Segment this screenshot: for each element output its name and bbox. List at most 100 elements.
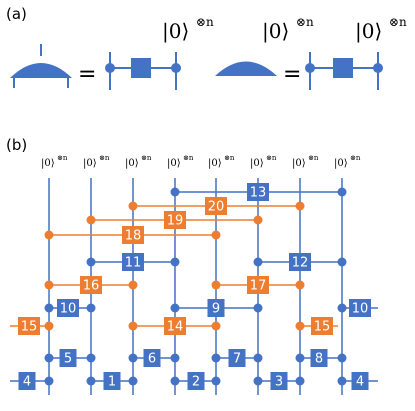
- gate-11-node: [86, 257, 96, 267]
- gate-14: 14: [164, 317, 186, 335]
- gate-1-box: [103, 372, 121, 390]
- gate-16-node: [44, 280, 54, 290]
- svg-text:⊗n: ⊗n: [196, 15, 214, 29]
- gate-13-label: 13: [250, 186, 267, 201]
- gate-18-node: [44, 230, 54, 240]
- gate-13-node: [170, 187, 180, 197]
- gate-5-node: [86, 353, 96, 363]
- panel-a-triangle-tensor-right: [215, 61, 277, 76]
- gate-1-node: [128, 376, 138, 386]
- gate-19-label: 19: [167, 214, 184, 229]
- gate-10-node: [337, 303, 347, 313]
- gate-12-node: [337, 257, 347, 267]
- gate-12-box: [289, 253, 311, 271]
- gate-17: 17: [247, 276, 269, 294]
- svg-text:|0⟩: |0⟩: [355, 19, 382, 44]
- ket-label: |0⟩: [167, 158, 181, 169]
- ket-power-label: ⊗n: [308, 154, 319, 162]
- gate-1-label: 1: [108, 375, 116, 390]
- gate-7-label: 7: [233, 352, 241, 367]
- gate-10-node: [44, 303, 54, 313]
- panel-b-label: (b): [6, 136, 27, 154]
- ket-label: |0⟩: [208, 158, 222, 169]
- gate-17-node: [211, 280, 221, 290]
- gate-17-box: [247, 276, 269, 294]
- ket-label: |0⟩: [250, 158, 264, 169]
- gate-14-label: 14: [167, 320, 184, 335]
- gate-3-node: [295, 376, 305, 386]
- gate-10-box: [57, 299, 79, 317]
- gate-16-node: [128, 280, 138, 290]
- ket-label: |0⟩: [41, 158, 55, 169]
- gate-4: 4: [18, 372, 36, 390]
- ket-label: |0⟩: [83, 158, 97, 169]
- gate-18-node: [211, 230, 221, 240]
- gate-3: 3: [270, 372, 288, 390]
- gate-19-node: [86, 215, 96, 225]
- gate-15: 15: [18, 317, 40, 335]
- gate-17-label: 17: [250, 279, 267, 294]
- gate-8-label: 8: [315, 352, 323, 367]
- gate-8-node: [337, 353, 347, 363]
- gate-7-node: [253, 353, 263, 363]
- gate-8-box: [310, 349, 328, 367]
- gate-15-box: [18, 317, 40, 335]
- ket-power-label: ⊗n: [266, 154, 277, 162]
- ket-power-label: ⊗n: [224, 154, 235, 162]
- gate-10-label: 10: [60, 302, 77, 317]
- gate-19-node: [253, 215, 263, 225]
- gate-7: 7: [228, 349, 246, 367]
- ket-power-label: ⊗n: [183, 154, 194, 162]
- gate-3-label: 3: [275, 375, 283, 390]
- gate-19: 19: [164, 211, 186, 229]
- gate-5-label: 5: [64, 352, 72, 367]
- panel-a-decomposition-right: [305, 52, 383, 90]
- gate-5-box: [59, 349, 77, 367]
- gate-8-node: [295, 353, 305, 363]
- gate-2-node: [170, 376, 180, 386]
- gate-15-node: [295, 321, 305, 331]
- gate-13-node: [337, 187, 347, 197]
- gate-1: 1: [103, 372, 121, 390]
- ket-power-label: ⊗n: [99, 154, 110, 162]
- gate-9: 9: [207, 299, 225, 317]
- gate-14-box: [164, 317, 186, 335]
- gate-4-label: 4: [356, 375, 364, 390]
- gate-18-label: 18: [125, 229, 142, 244]
- gate-6-box: [143, 349, 161, 367]
- gate-7-node: [211, 353, 221, 363]
- panel-a-ket-1: |0⟩ ⊗n: [162, 15, 214, 44]
- svg-text:|0⟩: |0⟩: [162, 19, 189, 44]
- gate-20-label: 20: [208, 200, 225, 215]
- gate-13-box: [247, 183, 269, 201]
- gate-15: 15: [311, 317, 333, 335]
- gate-18-box: [122, 226, 144, 244]
- gate-20-node: [295, 201, 305, 211]
- gate-7-box: [228, 349, 246, 367]
- gate-6: 6: [143, 349, 161, 367]
- gate-4-box: [18, 372, 36, 390]
- gate-2-box: [187, 372, 205, 390]
- gate-11-node: [170, 257, 180, 267]
- gate-9-node: [253, 303, 263, 313]
- ket-label: |0⟩: [334, 158, 348, 169]
- gate-17-node: [295, 280, 305, 290]
- gate-4-box: [351, 372, 369, 390]
- gate-2: 2: [187, 372, 205, 390]
- gate-11-box: [122, 253, 144, 271]
- ket-label: |0⟩: [125, 158, 139, 169]
- ket-power-label: ⊗n: [350, 154, 361, 162]
- gate-15-node: [44, 321, 54, 331]
- gate-4: 4: [351, 372, 369, 390]
- gate-10-node: [86, 303, 96, 313]
- svg-text:⊗n: ⊗n: [389, 15, 407, 29]
- gate-6-label: 6: [148, 352, 156, 367]
- gate-20-node: [128, 201, 138, 211]
- gate-2-node: [211, 376, 221, 386]
- panel-a-triangle-tensor-left: [10, 44, 72, 88]
- equals-sign-2: =: [283, 62, 301, 87]
- gate-20-box: [205, 197, 227, 215]
- svg-text:|0⟩: |0⟩: [262, 19, 289, 44]
